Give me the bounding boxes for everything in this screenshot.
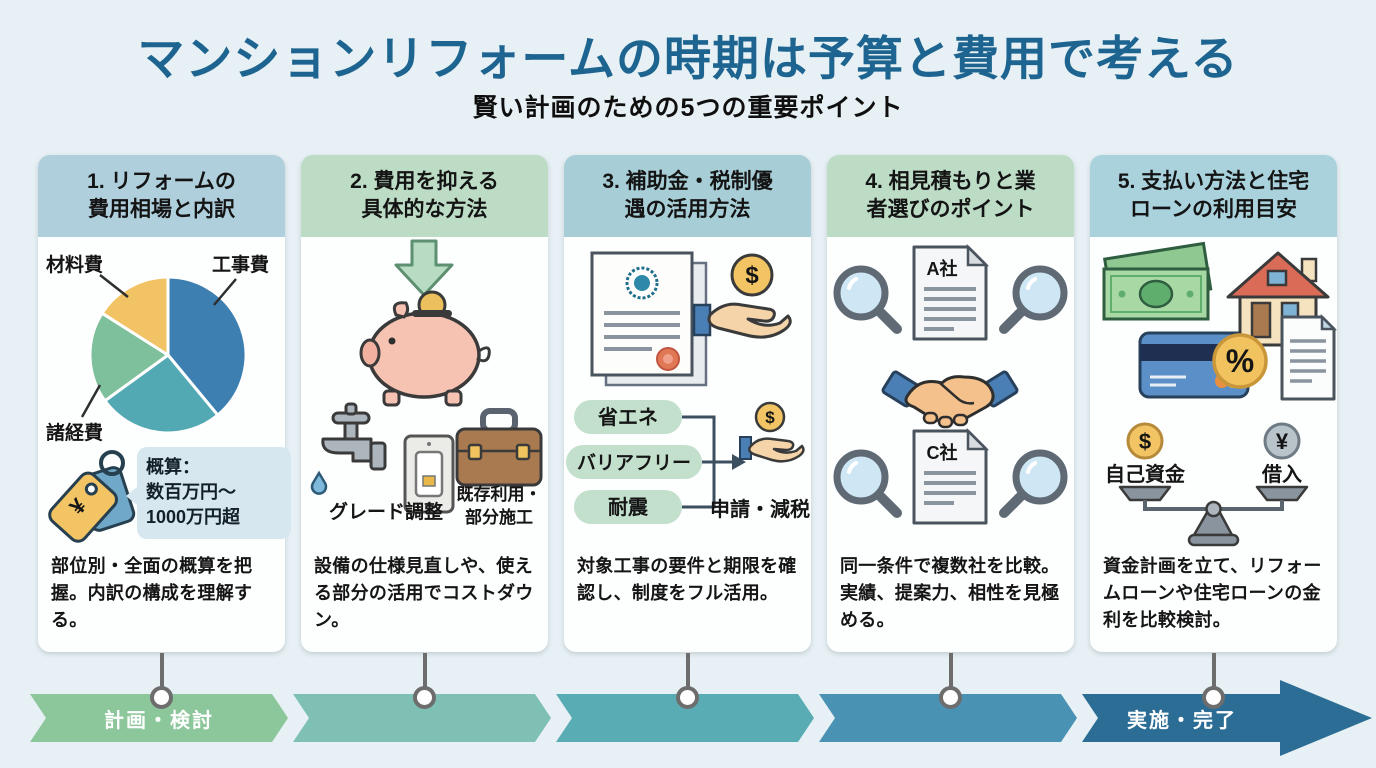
svg-text:$: $: [765, 408, 775, 427]
card-3-illustration: $ 省エネ バリアフリー 耐震 $ 申請・減税: [566, 251, 810, 524]
card-3-header: 3. 補助金・税制優 遇の活用方法: [564, 155, 811, 237]
magnifier-icon: [833, 449, 902, 518]
label-borrowing: 借入: [1261, 462, 1302, 486]
doc-c-label: C社: [927, 442, 958, 463]
bracket-arrow: [682, 415, 732, 509]
dollar-symbol: $: [1139, 429, 1151, 454]
card-5-header: 5. 支払い方法と住宅 ローンの利用目安: [1090, 155, 1337, 237]
card-5-illustration: % $ ¥ 自己資金 借入: [1102, 241, 1337, 547]
label-own-funds: 自己資金: [1105, 462, 1186, 486]
connector-dot: [413, 686, 436, 709]
timeline-label-plan: 計画・検討: [104, 709, 214, 732]
down-arrow-icon: [394, 239, 454, 297]
card-5-description: 資金計画を立て、リフォームローンや住宅ローンの金利を比較検討。: [1103, 556, 1322, 630]
card-quotes: 4. 相見積もりと業 者選びのポイント A社: [827, 155, 1074, 652]
card-cost-overview: 1. リフォームの 費用相場と内訳 材料費 工事費 諸経費 ¥: [38, 155, 291, 652]
card-4-illustration: A社: [833, 243, 1068, 525]
timeline: 計画・検討 実施・完了: [30, 680, 1372, 756]
label-apply-tax-cut: 申請・減税: [710, 497, 810, 521]
page-subtitle: 賢い計画のための5つの重要ポイント: [472, 94, 904, 122]
timeline-arrowhead: [1280, 680, 1372, 756]
card-1-header: 1. リフォームの 費用相場と内訳: [38, 155, 285, 237]
timeline-label-done: 実施・完了: [1127, 709, 1237, 732]
arrowhead: [732, 454, 746, 470]
magnifier-icon: [999, 449, 1068, 518]
pill-barrier-free: バリアフリー: [577, 452, 691, 474]
subsidy-pills: 省エネ バリアフリー 耐震: [566, 400, 702, 524]
pie-slices: [88, 275, 248, 435]
switch-icon: [403, 434, 455, 514]
briefcase-icon: [455, 408, 543, 487]
card-3-description: 対象工事の要件と期限を確認し、制度をフル活用。: [577, 556, 797, 603]
connector-dot: [150, 686, 173, 709]
handshake-icon: [881, 370, 1019, 429]
card-1-illustration: 材料費 工事費 諸経費 ¥: [46, 253, 269, 543]
dollar-coin-icon: $: [1126, 422, 1164, 460]
connector-line: [1211, 653, 1216, 693]
document-a-icon: A社: [912, 243, 990, 341]
label-existing-use-2: 部分施工: [465, 507, 533, 527]
money-bills-icon: [1102, 241, 1213, 321]
magnifier-icon: [833, 265, 902, 334]
price-tags-icon: ¥: [48, 450, 136, 543]
connector-line: [948, 653, 953, 693]
pie-label-misc: 諸経費: [46, 421, 103, 444]
card-cost-saving: 2. 費用を抑える 具体的な方法: [301, 155, 548, 652]
svg-text:$: $: [745, 262, 759, 289]
estimate-bubble: 概算： 数百万円〜 1000万円超: [126, 447, 291, 539]
connector-dot: [939, 686, 962, 709]
pie-label-construction: 工事費: [212, 253, 269, 276]
label-existing-use-1: 既存利用・: [457, 484, 542, 504]
svg-text:%: %: [1226, 343, 1254, 379]
card-payment-loan: 5. 支払い方法と住宅 ローンの利用目安: [1090, 155, 1337, 652]
connector-line: [422, 653, 427, 693]
loan-document-icon: [1280, 313, 1337, 401]
pie-label-materials: 材料費: [46, 253, 103, 276]
pill-energy-saving: 省エネ: [597, 406, 658, 429]
label-grade-adjust: グレード調整: [329, 500, 443, 523]
card-2-illustration: グレード調整 既存利用・ 部分施工: [310, 239, 543, 527]
card-2-description: 設備の仕様見直しや、使える部分の活用でコストダウン。: [314, 556, 534, 630]
connector-line: [685, 653, 690, 693]
yen-coin-icon: ¥: [1263, 422, 1301, 460]
connector-dot: [676, 686, 699, 709]
card-subsidy: 3. 補助金・税制優 遇の活用方法 $: [564, 155, 811, 652]
faucet-icon: [310, 402, 387, 495]
timeline-segment-5: 実施・完了: [1082, 694, 1282, 742]
page-title: マンションリフォームの時期は予算と費用で考える: [137, 32, 1239, 85]
card-4-header: 4. 相見積もりと業 者選びのポイント: [827, 155, 1074, 237]
piggy-bank-icon: [359, 290, 491, 407]
percent-coin-icon: %: [1212, 333, 1268, 389]
card-2-header: 2. 費用を抑える 具体的な方法: [301, 155, 548, 237]
balance-scale-icon: [1118, 485, 1309, 547]
pill-earthquake: 耐震: [608, 496, 649, 519]
magnifier-icon: [999, 265, 1068, 334]
card-4-description: 同一条件で複数社を比較。実績、提案力、相性を見極める。: [840, 556, 1060, 630]
doc-a-label: A社: [927, 258, 958, 279]
pie-leader-lines: [80, 274, 237, 418]
hand-coin-icon: $: [692, 253, 792, 339]
connector-dot: [1202, 686, 1225, 709]
mini-hand-coin-icon: $: [739, 401, 805, 463]
certificate-icon: [590, 251, 708, 387]
card-1-description: 部位別・全面の概算を把握。内訳の構成を理解する。: [51, 556, 253, 630]
document-c-icon: C社: [912, 427, 990, 525]
yen-symbol: ¥: [1276, 429, 1289, 454]
connector-line: [159, 653, 164, 693]
